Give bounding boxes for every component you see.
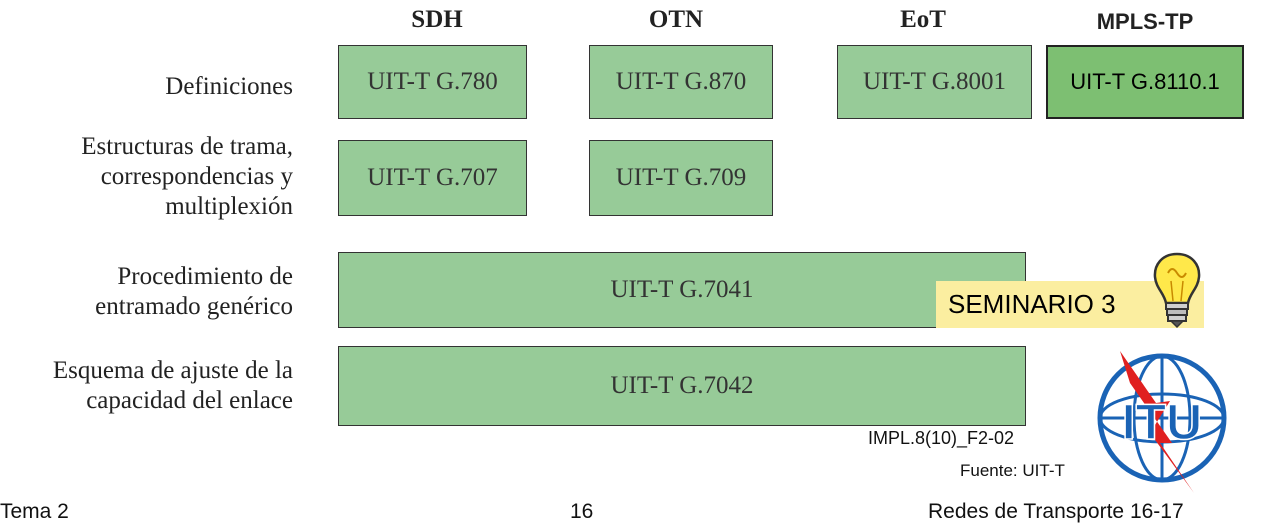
column-header-mpls-tp: MPLS-TP (1096, 9, 1194, 34)
column-header-sdh: SDH (411, 6, 463, 33)
row-label-definiciones: Definiciones (165, 73, 293, 100)
seminar-label: SEMINARIO 3 (948, 289, 1116, 319)
footer-page-number: 16 (570, 500, 594, 523)
itu-logo-text: ITU (1122, 394, 1203, 450)
box-g780: UIT-T G.780 (338, 45, 527, 119)
figure-reference: IMPL.8(10)_F2-02 (868, 428, 1015, 448)
box-g870: UIT-T G.870 (589, 45, 773, 119)
box-g7041: UIT-T G.7041 (338, 252, 1026, 328)
source-note: Fuente: UIT-T (960, 461, 1065, 480)
column-header-eot: EoT (900, 6, 946, 33)
box-g707: UIT-T G.707 (338, 140, 527, 216)
box-g7042: UIT-T G.7042 (338, 346, 1026, 426)
box-g8001: UIT-T G.8001 (837, 45, 1032, 119)
row-label-estructuras: Estructuras de trama, correspondencias y… (81, 133, 293, 220)
row-label-esquema: Esquema de ajuste de la capacidad del en… (52, 357, 293, 414)
box-g8110-1: UIT-T G.8110.1 (1046, 45, 1244, 119)
footer-topic: Tema 2 (0, 500, 69, 523)
row-label-procedimiento: Procedimiento de entramado genérico (95, 263, 293, 320)
lightbulb-icon (1153, 252, 1201, 329)
box-g709: UIT-T G.709 (589, 140, 773, 216)
column-header-otn: OTN (648, 6, 704, 33)
footer-course: Redes de Transporte 16-17 (928, 500, 1184, 523)
itu-logo: ITU (1097, 351, 1227, 493)
